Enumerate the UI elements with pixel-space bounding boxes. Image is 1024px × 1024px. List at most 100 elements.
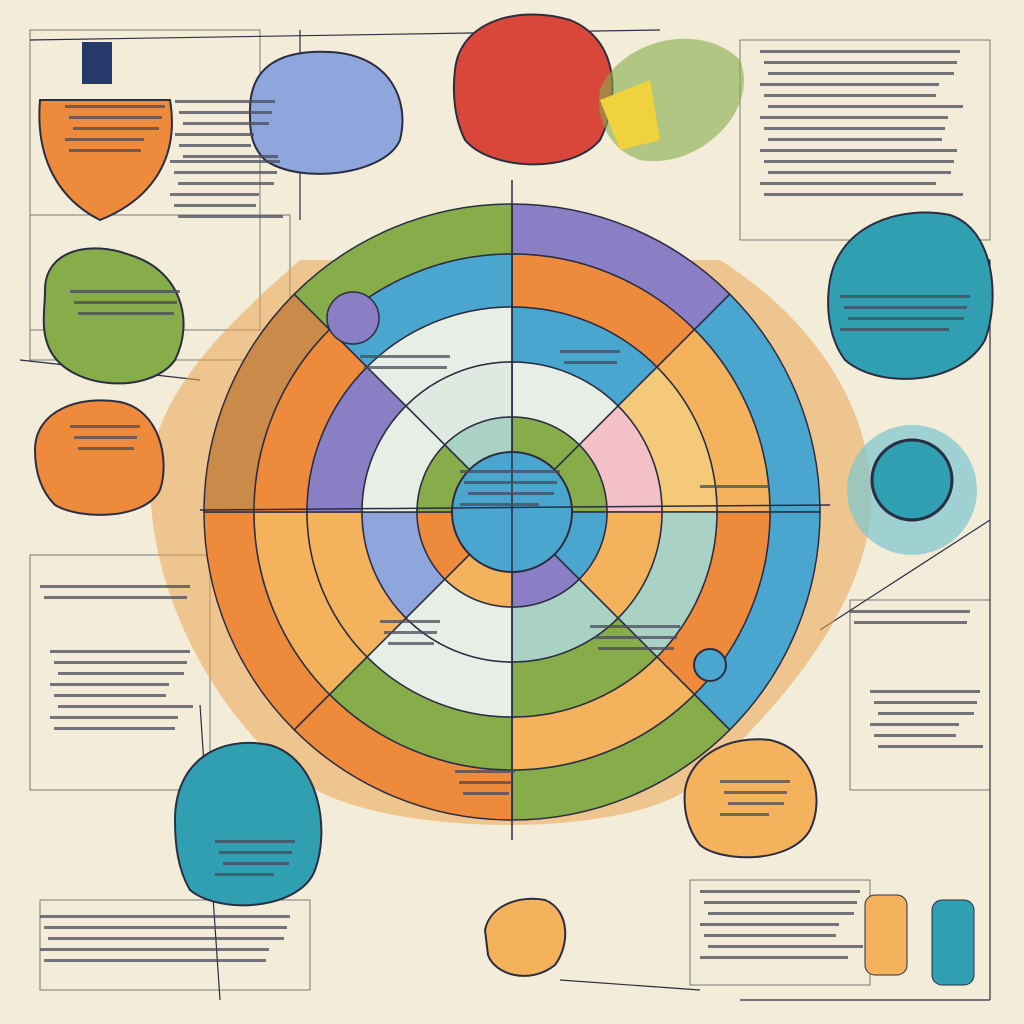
illegible-text-line: [50, 716, 178, 719]
bottle-icon: [931, 899, 975, 986]
illegible-text-line: [768, 72, 954, 75]
yellow-petal: [600, 80, 660, 150]
illegible-text-line: [183, 122, 269, 125]
illegible-text-line: [768, 138, 942, 141]
illegible-text-line: [460, 470, 560, 473]
illegible-text-line: [183, 155, 278, 158]
teal-bubble-bottom-left: [173, 741, 323, 907]
illegible-text-line: [174, 204, 256, 207]
bottle-icon: [864, 894, 908, 976]
illegible-text-line: [48, 937, 284, 940]
illegible-text-line: [870, 690, 980, 693]
illegible-text-line: [223, 862, 289, 865]
illegible-text-line: [170, 160, 280, 163]
illegible-text-line: [764, 94, 936, 97]
illegible-text-line: [58, 672, 184, 675]
illegible-text-line: [854, 621, 967, 624]
illegible-text-line: [840, 295, 970, 298]
illegible-text-line: [768, 105, 963, 108]
red-globe-top: [452, 13, 614, 166]
illegible-text-line: [388, 642, 434, 645]
illegible-text-line: [50, 683, 169, 686]
illegible-text-line: [764, 127, 945, 130]
illegible-text-line: [74, 301, 177, 304]
illegible-text-line: [44, 926, 287, 929]
illegible-text-line: [708, 912, 854, 915]
illegible-text-line: [700, 923, 839, 926]
illegible-text-line: [700, 485, 770, 488]
panel-frame: [689, 879, 871, 986]
illegible-text-line: [174, 171, 277, 174]
connector-line: [819, 519, 991, 631]
horizontal-axis-line: [199, 504, 831, 511]
illegible-text-line: [50, 650, 190, 653]
illegible-text-line: [870, 723, 959, 726]
illegible-text-line: [720, 813, 769, 816]
teal-lens-icon: [870, 438, 954, 522]
illegible-text-line: [850, 610, 970, 613]
illegible-text-line: [564, 361, 617, 364]
illegible-text-line: [69, 116, 162, 119]
illegible-text-line: [768, 171, 951, 174]
illegible-text-line: [720, 780, 790, 783]
illegible-text-line: [724, 791, 787, 794]
illegible-text-line: [40, 948, 269, 951]
illegible-text-line: [874, 701, 977, 704]
illegible-text-line: [459, 781, 512, 784]
illegible-text-line: [464, 481, 557, 484]
illegible-text-line: [760, 116, 948, 119]
illegible-text-line: [560, 350, 620, 353]
illegible-text-line: [215, 840, 295, 843]
illegible-text-line: [44, 959, 266, 962]
illegible-text-line: [44, 596, 187, 599]
small-lens-icon: [693, 648, 727, 682]
illegible-text-line: [73, 127, 159, 130]
bulb-bottom: [483, 897, 567, 977]
illegible-text-line: [364, 366, 447, 369]
book-icon: [82, 42, 112, 84]
illegible-text-line: [69, 149, 141, 152]
illegible-text-line: [460, 503, 539, 506]
illegible-text-line: [384, 631, 437, 634]
connector-line: [559, 979, 701, 991]
illegible-text-line: [760, 50, 960, 53]
illegible-text-line: [760, 149, 957, 152]
illegible-text-line: [70, 290, 180, 293]
illegible-text-line: [455, 770, 515, 773]
panel-frame: [849, 599, 991, 791]
illegible-text-line: [54, 727, 175, 730]
illegible-text-line: [175, 133, 254, 136]
panel-frame: [39, 899, 311, 991]
illegible-text-line: [704, 901, 857, 904]
illegible-text-line: [594, 636, 677, 639]
illegible-text-line: [844, 306, 967, 309]
illegible-text-line: [704, 934, 836, 937]
orange-bubble-left: [33, 399, 165, 516]
illegible-text-line: [178, 215, 283, 218]
illegible-text-line: [468, 492, 554, 495]
illegible-text-line: [40, 585, 190, 588]
illegible-text-line: [590, 625, 680, 628]
green-bubble-left: [42, 247, 185, 385]
illegible-text-line: [760, 182, 936, 185]
illegible-text-line: [58, 705, 193, 708]
illegible-text-line: [70, 425, 140, 428]
illegible-text-line: [74, 436, 137, 439]
illegible-text-line: [700, 890, 860, 893]
illegible-text-line: [179, 111, 272, 114]
illegible-text-line: [54, 694, 166, 697]
illegible-text-line: [878, 712, 974, 715]
orange-bubble-bottom-right: [683, 738, 818, 859]
illegible-text-line: [380, 620, 440, 623]
illegible-text-line: [78, 447, 134, 450]
illegible-text-line: [708, 945, 863, 948]
illegible-text-line: [78, 312, 174, 315]
illegible-text-line: [764, 61, 957, 64]
illegible-text-line: [728, 802, 784, 805]
illegible-text-line: [360, 355, 450, 358]
illegible-text-line: [878, 745, 983, 748]
illegible-text-line: [760, 83, 939, 86]
illegible-text-line: [598, 647, 674, 650]
